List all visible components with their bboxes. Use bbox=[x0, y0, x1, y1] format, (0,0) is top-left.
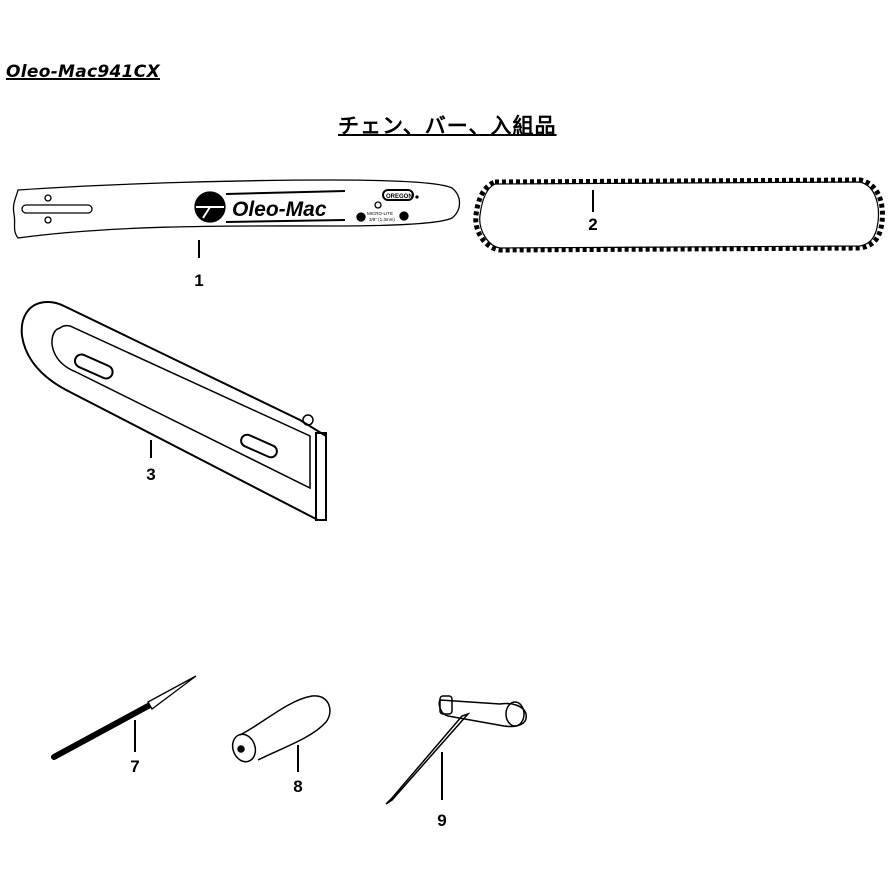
part-saw-chain[interactable] bbox=[473, 177, 885, 253]
part-guide-bar[interactable] bbox=[12, 179, 461, 258]
part-number-2: 2 bbox=[588, 215, 598, 234]
bar-spec-line2: 3/8" (1.3mm) bbox=[369, 217, 395, 222]
part-number-8: 8 bbox=[293, 777, 303, 796]
part-number-9: 9 bbox=[437, 811, 447, 830]
oleo-mac-logo bbox=[194, 190, 346, 223]
part-number-3: 3 bbox=[146, 465, 156, 484]
part-combination-spanner[interactable] bbox=[385, 695, 527, 805]
section-title: チェン、バー、入組品 bbox=[338, 114, 557, 138]
part-bar-cover[interactable] bbox=[20, 300, 327, 521]
part-number-1: 1 bbox=[194, 271, 204, 290]
part-file-handle[interactable] bbox=[229, 695, 331, 772]
bar-spec-line1: MICRO-LITE bbox=[367, 211, 393, 216]
model-title: Oleo-Mac941CX bbox=[6, 62, 160, 82]
part-round-file[interactable] bbox=[51, 675, 197, 760]
bar-badge-text: OREGON bbox=[386, 194, 413, 200]
part-number-7: 7 bbox=[130, 757, 140, 776]
bar-brand-text: Oleo-Mac bbox=[232, 198, 327, 221]
